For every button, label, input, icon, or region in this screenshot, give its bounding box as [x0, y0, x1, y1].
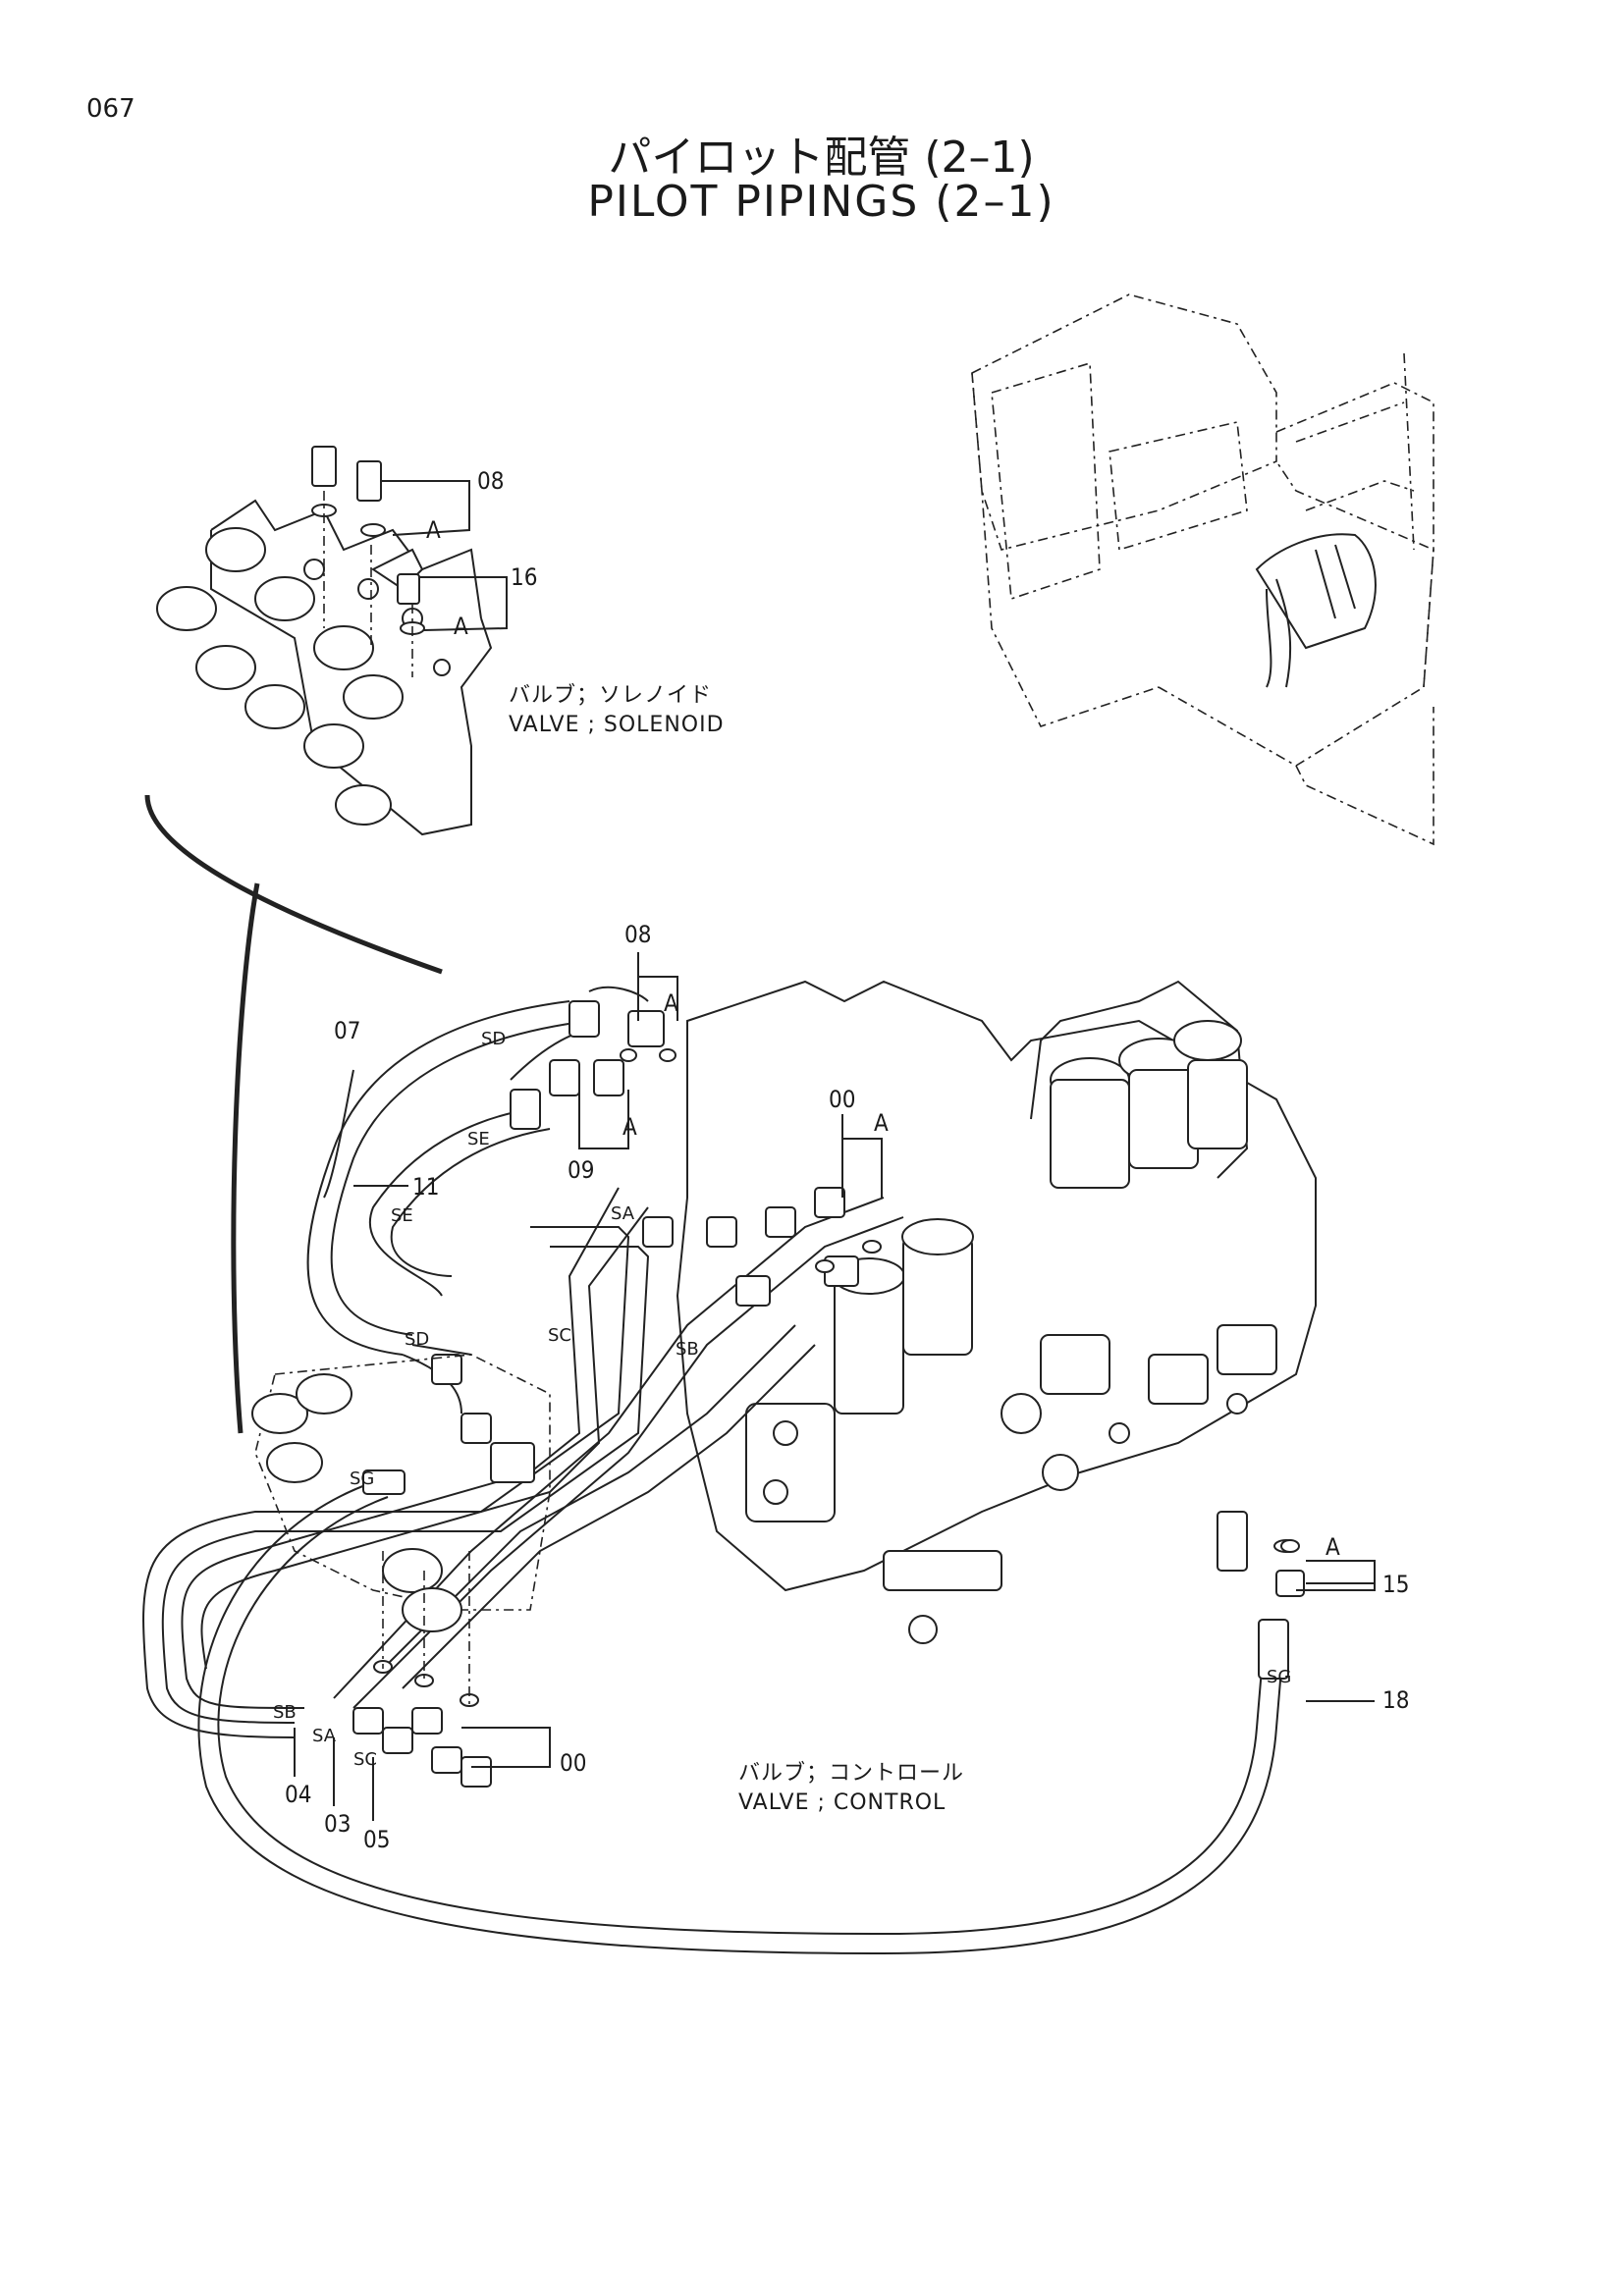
hose-code: SD [405, 1329, 430, 1350]
control-valve-illustration [676, 980, 1317, 1644]
solenoid-valve-caption-en: VALVE ; SOLENOID [509, 713, 725, 737]
part-number-label: 04 [285, 1781, 312, 1808]
hose-code: SE [467, 1129, 490, 1149]
part-number-label: 11 [412, 1173, 440, 1201]
hose-code: SB [676, 1339, 699, 1360]
part-number-label: 05 [363, 1826, 391, 1853]
hose-routing [142, 986, 1289, 1955]
ring-mark-a: A [1325, 1533, 1340, 1561]
page-number: 067 [86, 94, 135, 124]
part-number-label: 18 [1382, 1686, 1410, 1714]
solenoid-valve-illustration [156, 446, 508, 836]
part-number-label: 08 [624, 921, 652, 948]
hose-code: SE [391, 1205, 413, 1226]
excavator-cab-illustration [971, 294, 1434, 846]
ring-mark-a: A [454, 613, 468, 640]
part-number-label: 08 [477, 467, 505, 495]
control-valve-caption-en: VALVE ; CONTROL [738, 1790, 947, 1815]
page-title-english: PILOT PIPINGS (2–1) [587, 177, 1055, 227]
hose-code: SC [548, 1325, 571, 1346]
part-number-label: 09 [568, 1156, 595, 1184]
part-number-label: 07 [334, 1017, 361, 1044]
part-number-label: 00 [829, 1086, 856, 1113]
hose-code: SG [1267, 1667, 1292, 1687]
page-title-japanese: パイロット配管 (2–1) [608, 133, 1035, 183]
lower-valve-block [251, 1354, 551, 1708]
part-number-label: 00 [560, 1749, 587, 1777]
ring-mark-a: A [426, 516, 441, 544]
hose-code: SG [350, 1468, 375, 1489]
hose-code: SD [481, 1029, 507, 1049]
part-number-label: 15 [1382, 1571, 1410, 1598]
part-number-label: 03 [324, 1810, 352, 1838]
ring-mark-a: A [874, 1109, 889, 1137]
hose-code: SA [611, 1203, 635, 1224]
hose-code: SB [273, 1702, 297, 1723]
solenoid-valve-caption-jp: バルブ；ソレノイド [509, 683, 713, 708]
part-number-label: 16 [511, 563, 538, 591]
callout-connector [231, 882, 260, 1434]
ring-mark-a: A [622, 1113, 637, 1141]
detail-callout-curve [144, 794, 443, 975]
hose-code: SC [353, 1749, 377, 1770]
leader-lines [294, 952, 1376, 1821]
control-valve-caption-jp: バルブ；コントロール [738, 1761, 965, 1786]
ring-mark-a: A [664, 989, 678, 1017]
hose-code: SA [312, 1726, 337, 1746]
